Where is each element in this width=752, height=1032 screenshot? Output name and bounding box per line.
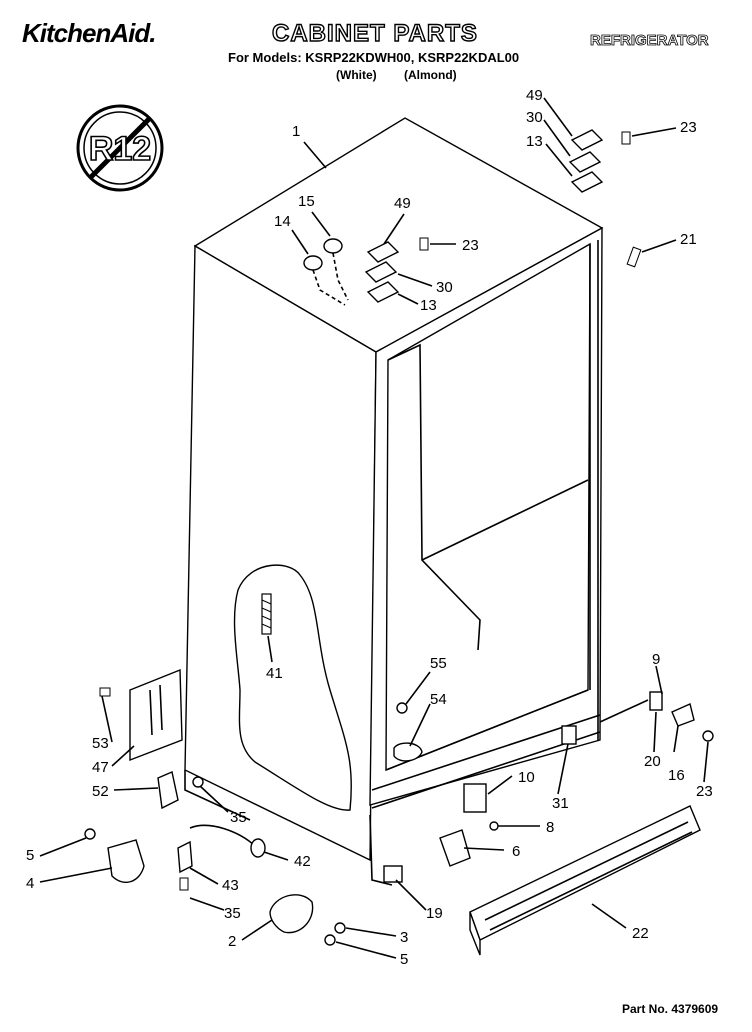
callout-23: 23 — [680, 119, 697, 136]
callout-10: 10 — [518, 769, 535, 786]
callout-5: 5 — [400, 951, 408, 968]
callout-47: 47 — [92, 759, 109, 776]
callout-30: 30 — [436, 279, 453, 296]
callout-15: 15 — [298, 193, 315, 210]
callout-1: 1 — [292, 123, 300, 140]
callout-3: 3 — [400, 929, 408, 946]
callout-31: 31 — [552, 795, 569, 812]
callout-23: 23 — [696, 783, 713, 800]
callout-49: 49 — [394, 195, 411, 212]
callout-13: 13 — [526, 133, 543, 150]
callout-21: 21 — [680, 231, 697, 248]
callout-53: 53 — [92, 735, 109, 752]
callout-8: 8 — [546, 819, 554, 836]
r12-badge-text: R12 — [89, 130, 151, 168]
callout-13: 13 — [420, 297, 437, 314]
callout-leaders — [39, 97, 709, 959]
callout-23: 23 — [462, 237, 479, 254]
cabinet-shell — [184, 117, 604, 886]
callout-30: 30 — [526, 109, 543, 126]
r12-badge: R12 — [76, 104, 164, 192]
callout-35: 35 — [230, 809, 247, 826]
page-title: CABINET PARTS — [271, 19, 478, 47]
callout-49: 49 — [526, 87, 543, 104]
callout-5: 5 — [26, 847, 34, 864]
brand-logo-text: KitchenAid. — [22, 18, 156, 48]
callout-22: 22 — [632, 925, 649, 942]
callout-20: 20 — [644, 753, 661, 770]
callout-4: 4 — [26, 875, 34, 892]
callout-43: 43 — [222, 877, 239, 894]
callout-19: 19 — [426, 905, 443, 922]
callout-52: 52 — [92, 783, 109, 800]
bottom-parts — [383, 691, 714, 956]
callout-42: 42 — [294, 853, 311, 870]
callout-55: 55 — [430, 655, 447, 672]
callout-41: 41 — [266, 665, 283, 682]
callout-14: 14 — [274, 213, 291, 230]
callout-2: 2 — [228, 933, 236, 950]
part-number: Part No. 4379609 — [622, 1002, 719, 1016]
top-hinge-parts — [303, 129, 642, 306]
variant-white: (White) — [336, 68, 377, 82]
callout-labels: 1 15 14 49 23 30 13 49 30 13 23 21 41 55… — [26, 87, 713, 968]
model-list: For Models: KSRP22KDWH00, KSRP22KDAL00 — [228, 50, 520, 65]
product-type: REFRIGERATOR — [590, 32, 709, 50]
callout-9: 9 — [652, 651, 660, 668]
variant-almond: (Almond) — [404, 68, 457, 82]
callout-35: 35 — [224, 905, 241, 922]
callout-16: 16 — [668, 767, 685, 784]
callout-54: 54 — [430, 691, 447, 708]
left-side-parts — [84, 668, 346, 946]
callout-6: 6 — [512, 843, 520, 860]
